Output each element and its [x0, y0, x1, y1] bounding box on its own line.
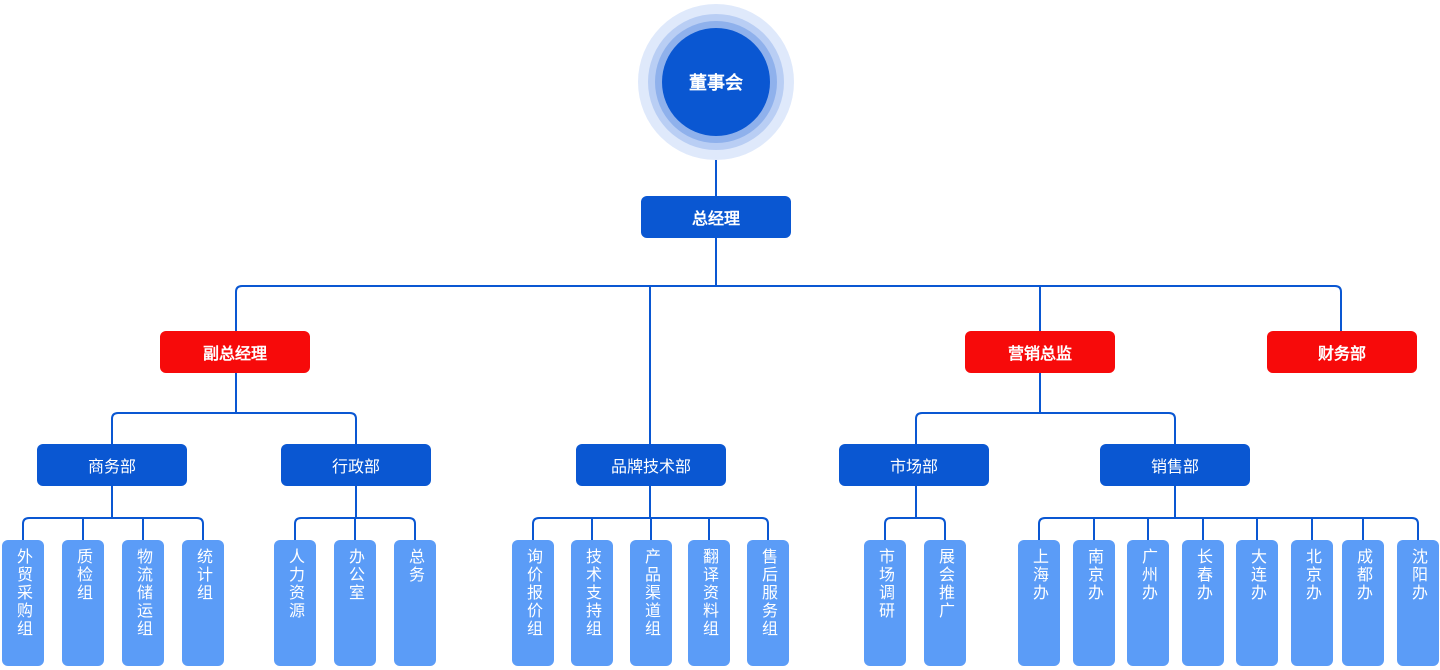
- leaf-group: 广州办: [1127, 540, 1169, 666]
- leaf-group: 物流储运组: [122, 540, 164, 666]
- board-node: 董事会: [638, 4, 794, 160]
- leaf-group: 翻译资料组: [688, 540, 730, 666]
- leaf-group: 售后服务组: [747, 540, 789, 666]
- market-dept-node: 市场部: [839, 444, 989, 486]
- leaf-group: 质检组: [62, 540, 104, 666]
- general-manager-node: 总经理: [641, 196, 791, 238]
- leaf-group: 长春办: [1182, 540, 1224, 666]
- leaf-group: 总务: [394, 540, 436, 666]
- leaf-group: 沈阳办: [1397, 540, 1439, 666]
- leaf-group: 统计组: [182, 540, 224, 666]
- leaf-group: 外贸采购组: [2, 540, 44, 666]
- leaf-group: 南京办: [1073, 540, 1115, 666]
- board-label: 董事会: [662, 28, 770, 136]
- leaf-group: 北京办: [1291, 540, 1333, 666]
- marketing-director-node: 营销总监: [965, 331, 1115, 373]
- leaf-group: 产品渠道组: [630, 540, 672, 666]
- sales-dept-node: 销售部: [1100, 444, 1250, 486]
- business-dept-node: 商务部: [37, 444, 187, 486]
- leaf-group: 市场调研: [864, 540, 906, 666]
- leaf-group: 人力资源: [274, 540, 316, 666]
- leaf-group: 展会推广: [924, 540, 966, 666]
- deputy-gm-node: 副总经理: [160, 331, 310, 373]
- admin-dept-node: 行政部: [281, 444, 431, 486]
- leaf-group: 上海办: [1018, 540, 1060, 666]
- finance-node: 财务部: [1267, 331, 1417, 373]
- leaf-group: 大连办: [1236, 540, 1278, 666]
- leaf-group: 询价报价组: [512, 540, 554, 666]
- leaf-group: 成都办: [1342, 540, 1384, 666]
- leaf-group: 技术支持组: [571, 540, 613, 666]
- leaf-group: 办公室: [334, 540, 376, 666]
- brand-tech-node: 品牌技术部: [576, 444, 726, 486]
